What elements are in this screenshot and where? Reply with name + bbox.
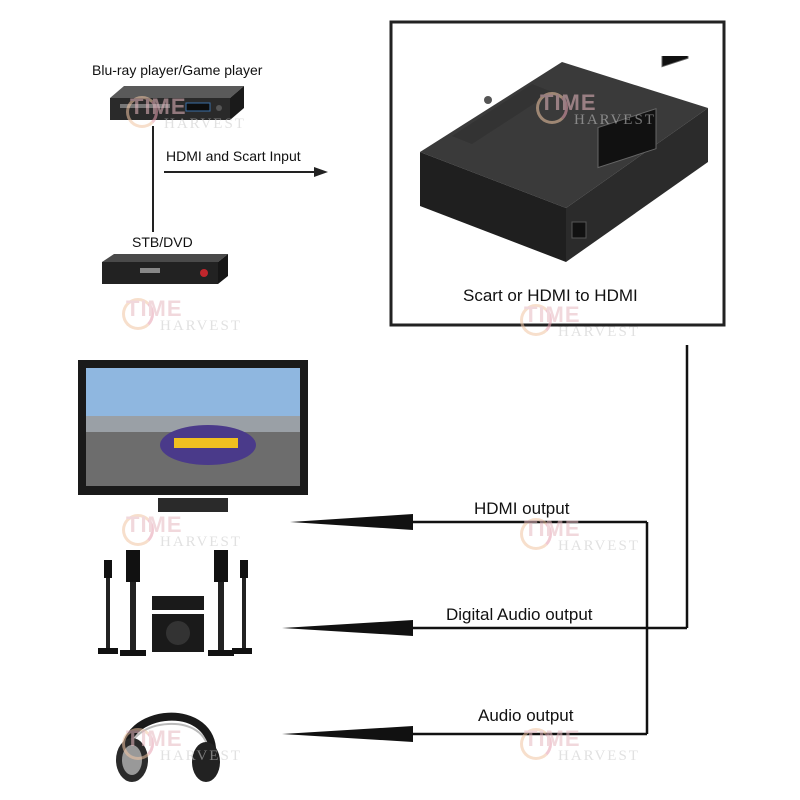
speaker-system-icon	[96, 550, 266, 665]
stb-dvd-label: STB/DVD	[132, 234, 193, 250]
input-arrow-head	[314, 167, 328, 177]
digital-audio-arrow	[282, 620, 413, 636]
bluray-player-label: Blu-ray player/Game player	[92, 62, 262, 78]
digital-audio-output-label: Digital Audio output	[446, 605, 593, 625]
input-label: HDMI and Scart Input	[166, 148, 301, 164]
audio-output-arrow	[282, 726, 413, 742]
hdmi-output-arrow	[290, 514, 413, 530]
stb-dvd-icon	[100, 252, 230, 293]
tv-icon	[78, 360, 308, 520]
